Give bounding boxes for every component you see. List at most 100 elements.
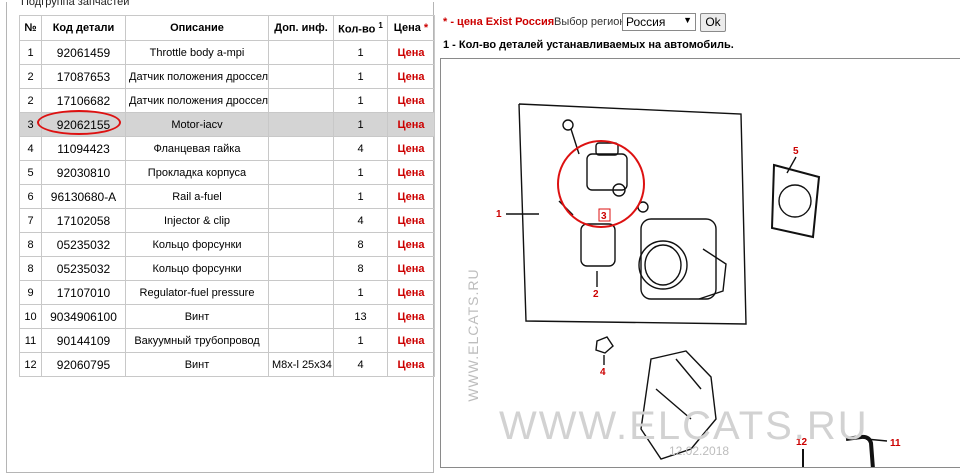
cell-price[interactable]: Цена <box>387 304 435 329</box>
throttle-linkage <box>698 248 727 300</box>
cell-num: 12 <box>19 352 42 377</box>
leader-5 <box>786 156 797 174</box>
cell-desc: Motor-iacv <box>125 112 269 137</box>
cell-code: 17102058 <box>41 208 126 233</box>
cell-price[interactable]: Цена <box>387 352 435 377</box>
cell-num: 6 <box>19 184 42 209</box>
cell-code: 92060795 <box>41 352 126 377</box>
cell-desc: Rail a-fuel <box>125 184 269 209</box>
cell-qty: 1 <box>333 160 388 185</box>
cell-qty: 4 <box>333 352 388 377</box>
price-note-star: * <box>443 16 448 28</box>
cell-desc: Regulator-fuel pressure <box>125 280 269 305</box>
cell-price[interactable]: Цена <box>387 160 435 185</box>
callout-3: 3 <box>601 211 607 222</box>
watermark-main: WWW.ELCATS.RU <box>499 404 869 448</box>
cell-code: 92061459 <box>41 40 126 65</box>
cell-price[interactable]: Цена <box>387 40 435 65</box>
cell-price[interactable]: Цена <box>387 232 435 257</box>
cell-code: 11094423 <box>41 136 126 161</box>
nut-part-4 <box>595 336 614 354</box>
cell-code: 05235032 <box>41 256 126 281</box>
cell-qty: 1 <box>333 184 388 209</box>
cell-code: 9034906100 <box>41 304 126 329</box>
cell-desc: Вакуумный трубопровод <box>125 328 269 353</box>
qty-header-sup: 1 <box>378 20 383 30</box>
cell-price[interactable]: Цена <box>387 184 435 209</box>
cell-num: 2 <box>19 64 42 89</box>
leader-11 <box>865 438 888 442</box>
qty-note-num: 1 <box>443 39 450 51</box>
cell-price[interactable]: Цена <box>387 256 435 281</box>
assembly-frame <box>518 103 747 325</box>
cell-qty: 4 <box>333 208 388 233</box>
cell-price[interactable]: Цена <box>387 112 435 137</box>
cell-code: 17106682 <box>41 88 126 113</box>
part3-label-box <box>598 208 611 222</box>
cell-extra <box>268 184 334 209</box>
col-header-desc: Описание <box>125 15 269 41</box>
cell-extra <box>268 160 334 185</box>
cell-price[interactable]: Цена <box>387 88 435 113</box>
parts-table: № Код детали Описание Доп. инф. Кол-во 1… <box>19 15 435 377</box>
cell-price[interactable]: Цена <box>387 64 435 89</box>
cell-code: 90144109 <box>41 328 126 353</box>
cell-code: 05235032 <box>41 232 126 257</box>
price-note-text: - цена Exist Россия <box>447 16 555 28</box>
price-note: * - цена Exist Россия <box>443 16 554 28</box>
parts-diagram: 1 2 3 4 5 11 12 WWW.ELCATS.RU WWW.ELCATS… <box>440 58 960 468</box>
cell-qty: 13 <box>333 304 388 329</box>
cell-desc: Прокладка корпуса <box>125 160 269 185</box>
cell-extra: M8x-l 25x34 <box>268 352 334 377</box>
qty-header-label: Кол-во <box>338 23 376 36</box>
cell-num: 1 <box>19 40 42 65</box>
watermark-date: 12.02.2018 <box>669 444 730 458</box>
cell-qty: 8 <box>333 256 388 281</box>
iacv-connector <box>595 142 619 156</box>
col-header-qty: Кол-во 1 <box>333 15 388 41</box>
region-select[interactable]: Россия▼ <box>622 13 696 31</box>
gasket-hole <box>778 184 812 218</box>
cell-price[interactable]: Цена <box>387 136 435 161</box>
cell-num: 9 <box>19 280 42 305</box>
qty-note-text: - Кол-во деталей устанавливаемых на авто… <box>449 39 734 51</box>
cell-num: 3 <box>19 112 42 137</box>
iacv-plunger <box>612 183 626 197</box>
cell-num: 11 <box>19 328 42 353</box>
cell-price[interactable]: Цена <box>387 328 435 353</box>
cell-num: 8 <box>19 232 42 257</box>
sensor-part-2 <box>580 223 616 267</box>
cell-qty: 1 <box>333 328 388 353</box>
cell-num: 7 <box>19 208 42 233</box>
cell-extra <box>268 232 334 257</box>
region-label: Выбор региона <box>554 16 632 28</box>
callout-1: 1 <box>496 209 502 220</box>
cell-extra <box>268 136 334 161</box>
cell-code: 17087653 <box>41 64 126 89</box>
cell-extra <box>268 64 334 89</box>
region-select-value: Россия <box>626 15 666 29</box>
cell-extra <box>268 280 334 305</box>
diagram-drawing: 1 2 3 4 5 11 12 <box>496 103 901 467</box>
ok-button[interactable]: Ok <box>700 13 726 32</box>
cell-desc: Кольцо форсунки <box>125 256 269 281</box>
cell-price[interactable]: Цена <box>387 280 435 305</box>
cell-price[interactable]: Цена <box>387 208 435 233</box>
intake-manifold <box>640 350 717 460</box>
cell-qty: 1 <box>333 88 388 113</box>
price-header-label: Цена <box>393 22 421 34</box>
